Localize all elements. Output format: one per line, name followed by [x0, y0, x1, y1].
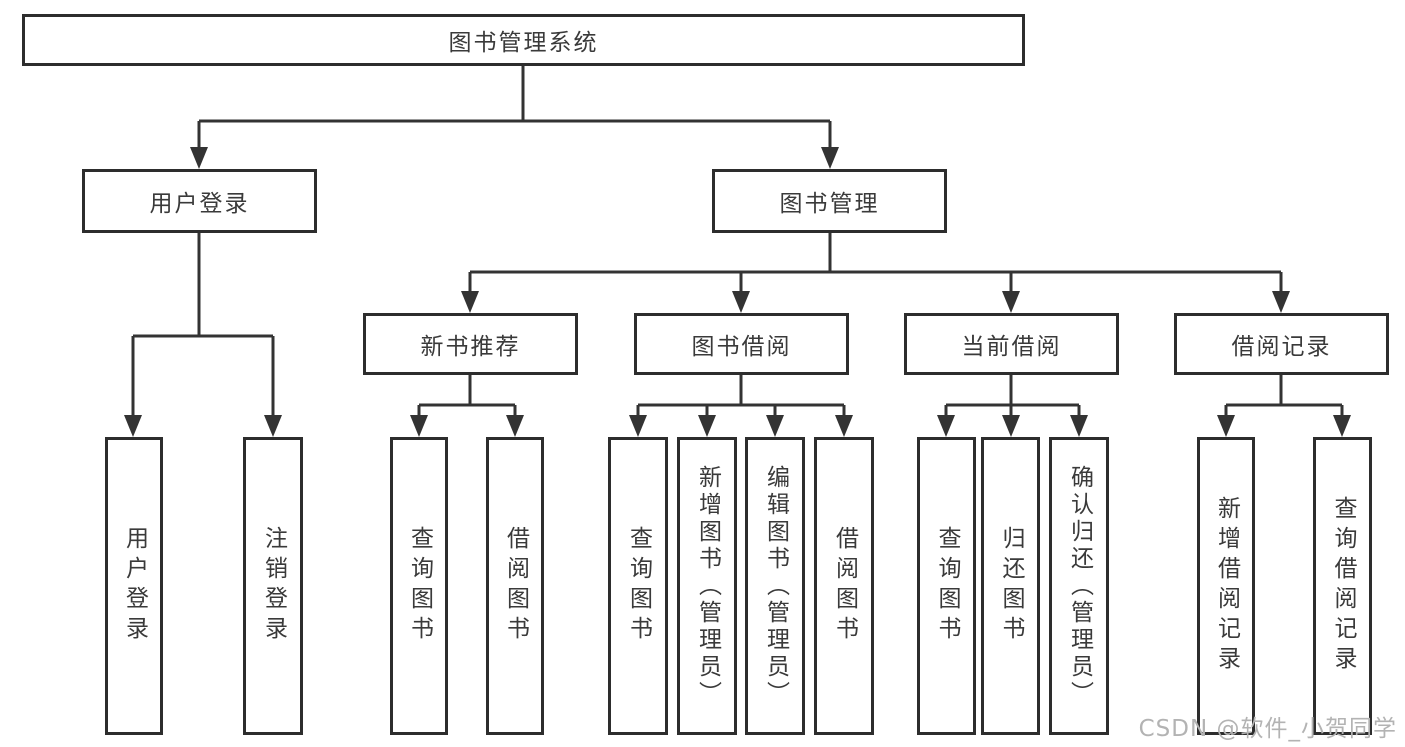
connector-new-book-recommend-children	[410, 375, 524, 437]
node-borrow-records: 借阅记录	[1174, 313, 1389, 375]
node-label: 借阅记录	[1231, 334, 1332, 360]
node-label: 用户登录	[149, 191, 250, 217]
node-current-borrow: 当前借阅	[904, 313, 1119, 375]
leaf-logout: 注销登录	[243, 437, 303, 735]
node-label: 确认归还（管理员）	[1066, 464, 1093, 708]
leaf-confirm-return-admin: 确认归还（管理员）	[1049, 437, 1109, 735]
node-label: 编辑图书（管理员）	[762, 464, 789, 708]
connector-borrow-records-children	[1217, 375, 1351, 437]
node-user-login: 用户登录	[82, 169, 317, 233]
node-label: 查询借阅记录	[1330, 496, 1356, 676]
connector-book-management-children	[461, 233, 1290, 313]
node-label: 新增借阅记录	[1213, 496, 1240, 676]
connector-user-login-children	[124, 233, 282, 437]
node-label: 用户登录	[121, 526, 148, 646]
node-label: 查询图书	[406, 526, 433, 646]
leaf-edit-books-admin: 编辑图书（管理员）	[745, 437, 805, 735]
node-new-book-recommend: 新书推荐	[363, 313, 578, 375]
leaf-user-login: 用户登录	[105, 437, 163, 735]
node-book-borrow: 图书借阅	[634, 313, 849, 375]
leaf-query-books-current: 查询图书	[917, 437, 976, 735]
leaf-borrow-books-recommend: 借阅图书	[486, 437, 544, 735]
node-label: 图书管理	[779, 191, 880, 217]
node-label: 图书借阅	[691, 334, 792, 360]
node-label: 注销登录	[260, 526, 287, 646]
node-label: 当前借阅	[961, 334, 1062, 360]
node-label: 借阅图书	[502, 526, 529, 646]
leaf-query-books-recommend: 查询图书	[390, 437, 448, 735]
leaf-return-books: 归还图书	[981, 437, 1040, 735]
leaf-query-borrow-record: 查询借阅记录	[1313, 437, 1372, 735]
node-book-management: 图书管理	[712, 169, 947, 233]
connector-current-borrow-children	[937, 375, 1088, 437]
node-library-management-system: 图书管理系统	[22, 14, 1025, 66]
connector-book-borrow-children	[629, 375, 853, 437]
node-label: 新书推荐	[420, 334, 521, 360]
node-label: 查询图书	[625, 526, 652, 646]
leaf-borrow-books: 借阅图书	[814, 437, 874, 735]
node-label: 新增图书（管理员）	[694, 464, 721, 708]
leaf-add-books-admin: 新增图书（管理员）	[677, 437, 737, 735]
node-label: 查询图书	[934, 526, 960, 646]
csdn-watermark: CSDN @软件_小贺同学	[1138, 716, 1397, 742]
node-label: 归还图书	[998, 526, 1024, 646]
leaf-query-books-borrow: 查询图书	[608, 437, 668, 735]
node-label: 图书管理系统	[448, 30, 599, 56]
connector-root-to-level2	[190, 66, 839, 169]
node-label: 借阅图书	[831, 526, 858, 646]
leaf-add-borrow-record: 新增借阅记录	[1197, 437, 1255, 735]
